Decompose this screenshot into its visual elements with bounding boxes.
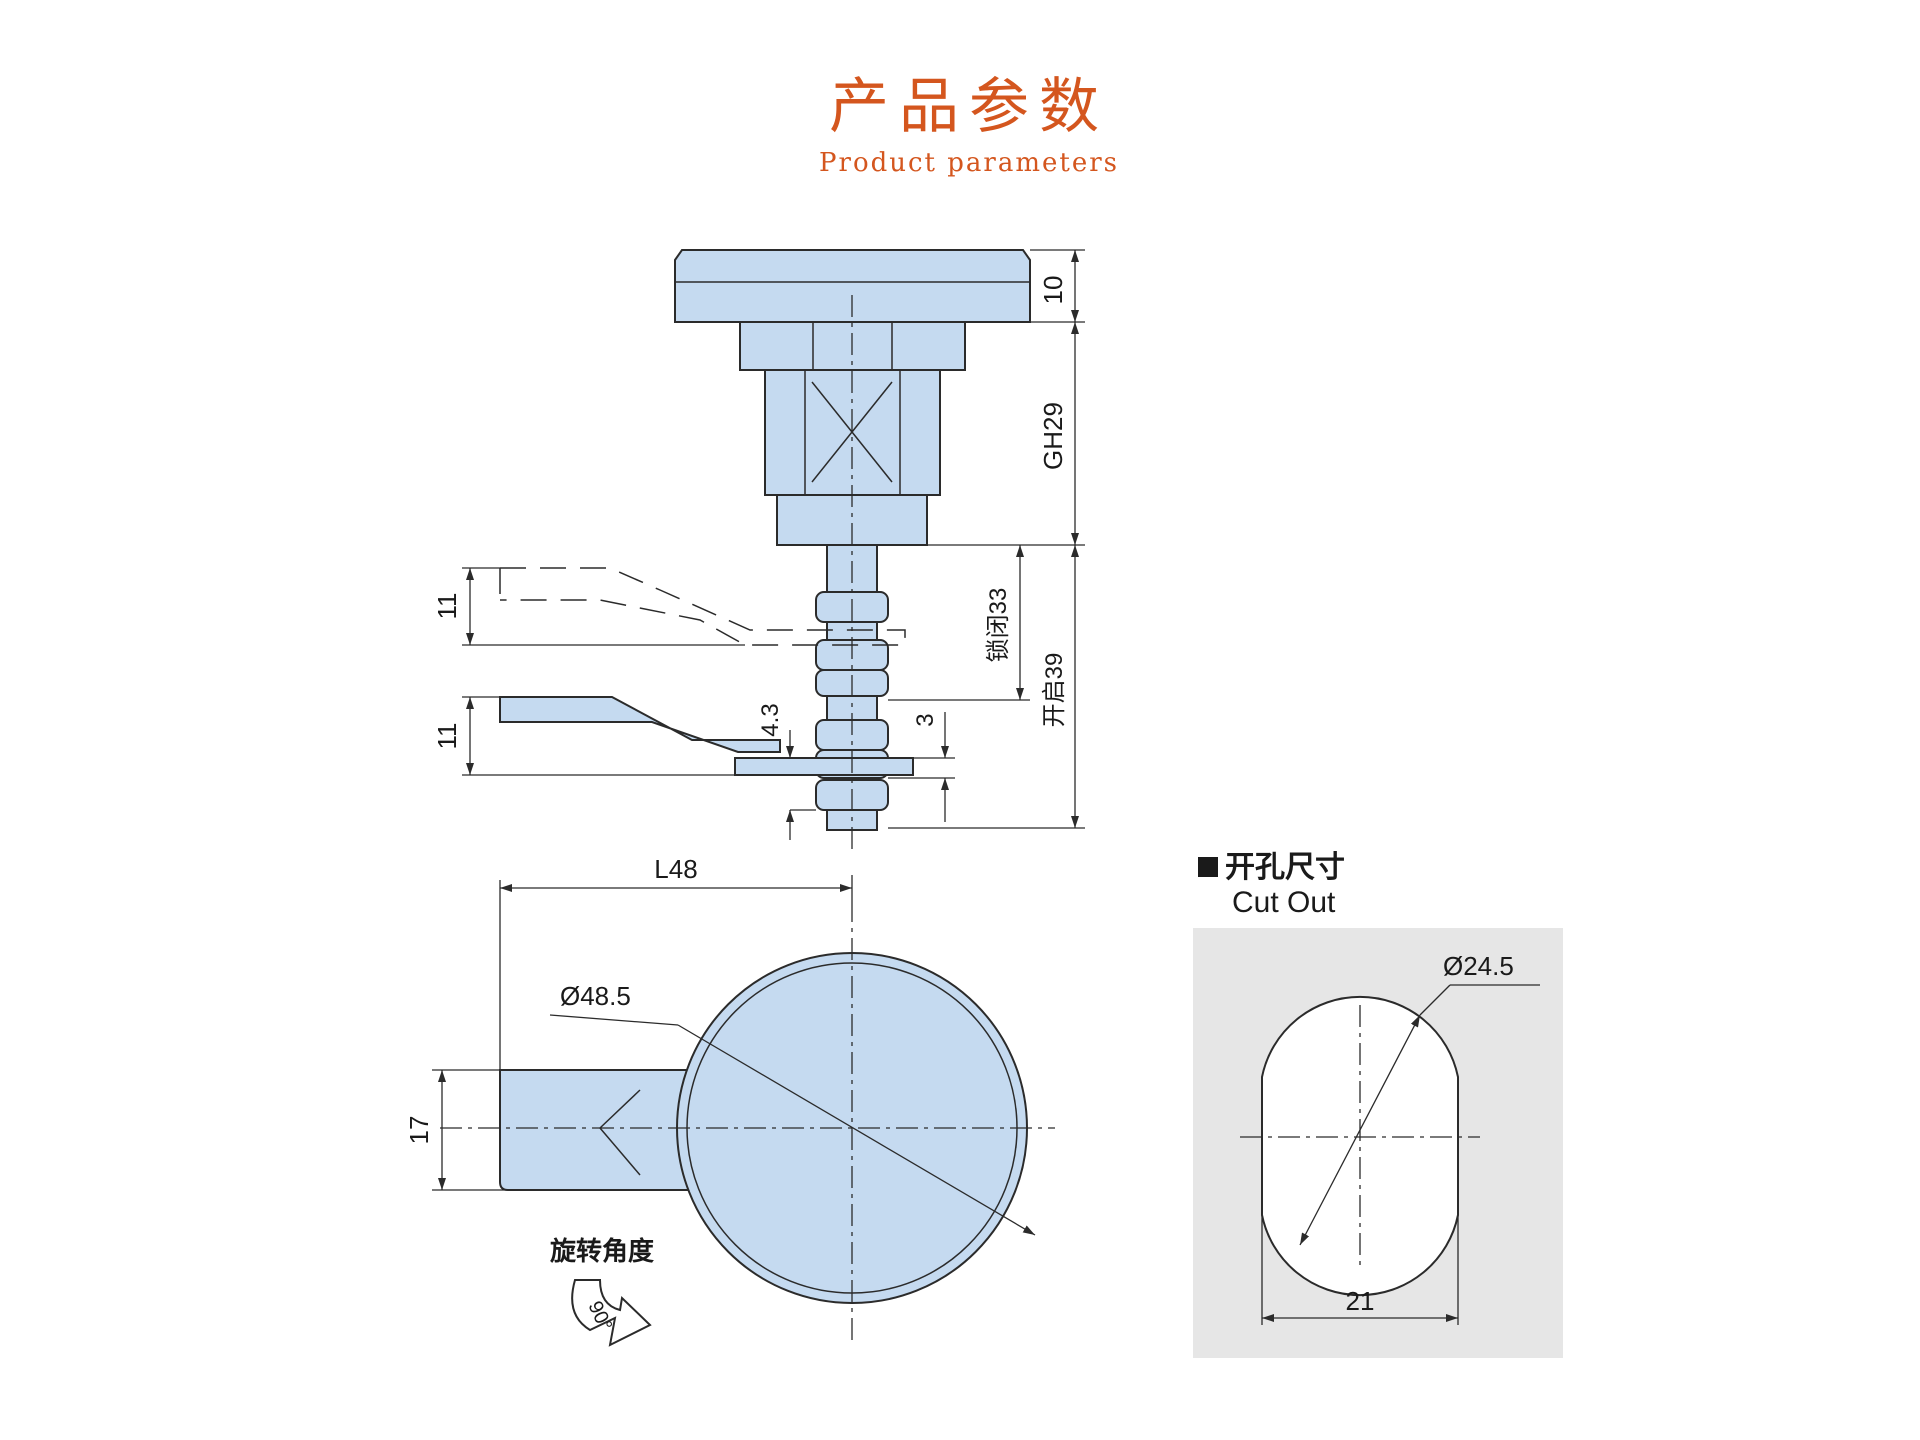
rotation-arrow-icon — [571, 1279, 652, 1347]
cam-open-position — [500, 567, 906, 646]
cutout-square-icon — [1198, 857, 1218, 877]
dim-locked-height: 锁闭33 — [985, 588, 1012, 663]
rotation-label: 旋转角度 — [550, 1236, 654, 1266]
dim-cam-thickness-upper: 11 — [432, 593, 462, 620]
cutout-section: 开孔尺寸 Cut Out Ø24.5 21 — [1193, 851, 1563, 1358]
cutout-title-en: Cut Out — [1232, 886, 1336, 919]
cam-arm-top — [499, 1069, 691, 1191]
dim-cam-length: L48 — [654, 854, 697, 884]
cutout-diameter: Ø24.5 — [1443, 951, 1514, 981]
top-view: Ø48.5 L48 17 旋转角度 90° — [404, 854, 1055, 1347]
cam-plate — [734, 757, 914, 776]
cam-lower — [499, 696, 781, 753]
side-view — [499, 249, 1031, 850]
dim-knob-height: 10 — [1038, 276, 1068, 305]
dim-cam-thickness-lower: 11 — [432, 723, 462, 750]
page-subtitle: Product parameters — [819, 148, 1119, 178]
dim-cam-offset: 4.3 — [757, 703, 784, 736]
dim-open-height: 开启39 — [1041, 653, 1068, 728]
dim-cam-width: 17 — [404, 1116, 434, 1145]
dim-knob-diameter: Ø48.5 — [560, 981, 631, 1011]
dim-nut-gap: 3 — [912, 713, 939, 726]
dim-body-height: GH29 — [1038, 402, 1068, 470]
page-title: 产品参数 — [829, 72, 1109, 142]
cutout-title-zh: 开孔尺寸 — [1225, 851, 1345, 884]
cutout-flat-width: 21 — [1346, 1286, 1375, 1316]
side-dimensions: 10 GH29 锁闭33 开启39 11 11 4.3 — [432, 249, 1085, 840]
